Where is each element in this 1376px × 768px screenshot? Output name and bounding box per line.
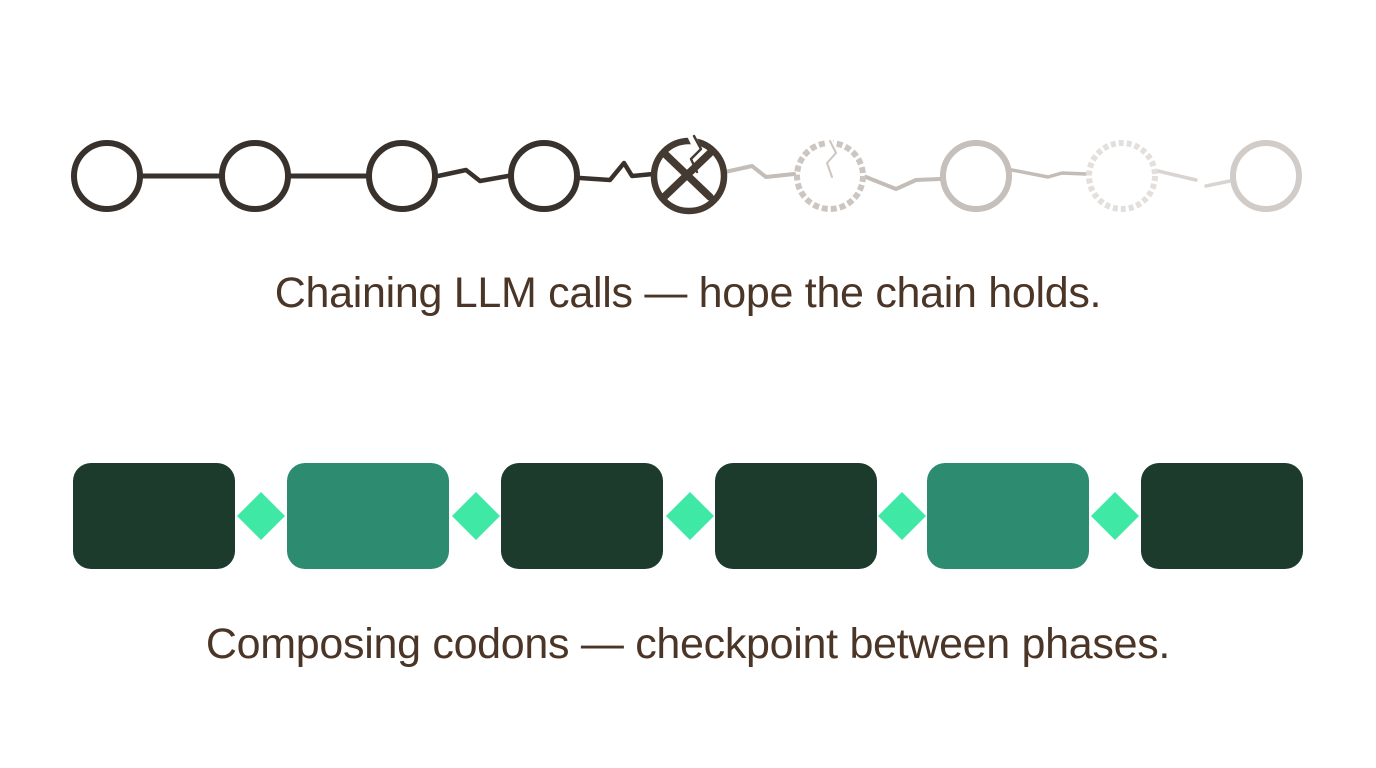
codon-block-3 (501, 463, 663, 569)
chain-figure (71, 131, 1302, 215)
chain-node-3 (366, 140, 438, 212)
chain-node-6-cracked (794, 140, 866, 212)
chain-link-7-8 (1010, 168, 1088, 179)
chain-node-8 (1086, 140, 1158, 212)
chain-node-2 (219, 140, 291, 212)
chain-node-7 (940, 140, 1012, 212)
codon-block-2 (287, 463, 449, 569)
checkpoint-diamond-5 (1091, 492, 1139, 540)
codon-block-4 (715, 463, 877, 569)
codon-block-5 (927, 463, 1089, 569)
codon-block-1 (73, 463, 235, 569)
chain-link-5-6 (723, 164, 796, 179)
codon-figure (73, 463, 1303, 569)
checkpoint-diamond-4 (878, 492, 926, 540)
chain-link-8-9 (1156, 169, 1232, 188)
codon-block-6 (1141, 463, 1303, 569)
chain-link-6-7 (864, 175, 942, 191)
chain-node-4 (508, 140, 580, 212)
chain-link-3-4 (435, 167, 511, 184)
chain-link-4-5 (577, 160, 656, 183)
checkpoint-diamond-3 (666, 492, 714, 540)
chain-node-1 (71, 140, 143, 212)
node-6-crack-icon (826, 140, 837, 178)
checkpoint-diamond-1 (237, 492, 285, 540)
chain-caption: Chaining LLM calls — hope the chain hold… (274, 269, 1102, 317)
node-5-crack-notch (686, 131, 702, 162)
codon-caption: Composing codons — checkpoint between ph… (205, 620, 1171, 668)
chain-node-9 (1230, 140, 1302, 212)
broken-node-x-icon (660, 149, 714, 201)
checkpoint-diamond-2 (452, 492, 500, 540)
chain-node-5-broken (650, 137, 728, 215)
